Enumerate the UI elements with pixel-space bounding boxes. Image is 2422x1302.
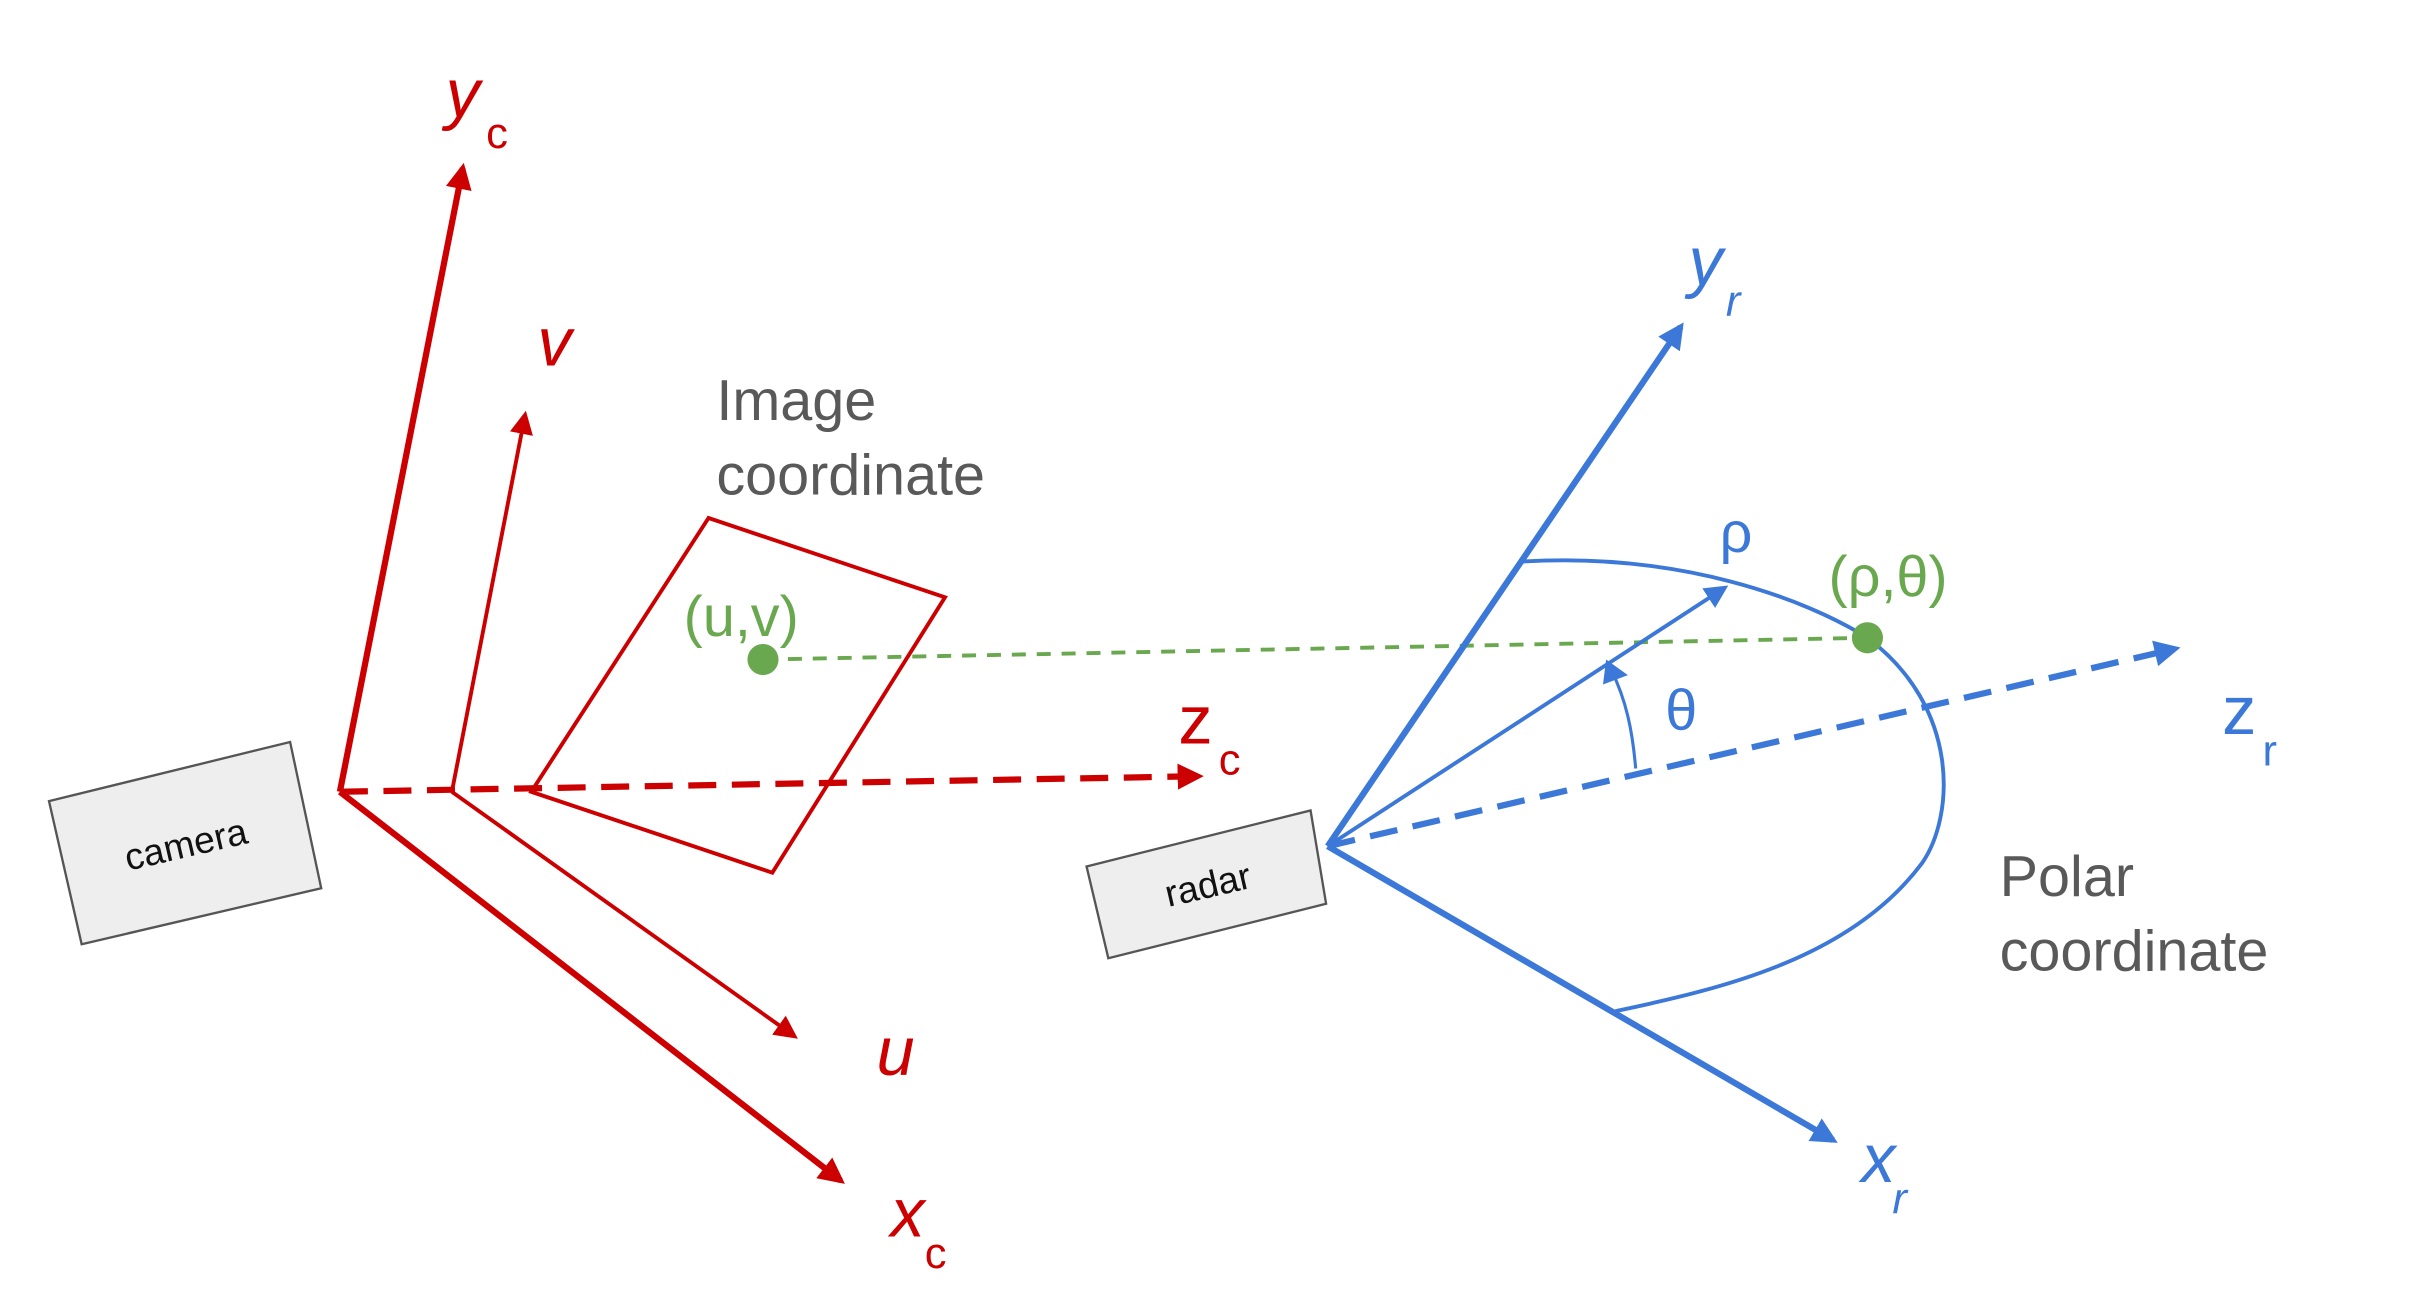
theta-label: θ xyxy=(1665,679,1697,743)
camera-v-axis-label: v xyxy=(537,304,575,381)
theta-arc-arrowhead xyxy=(1603,659,1628,685)
camera-v-axis xyxy=(449,410,533,793)
image-point xyxy=(747,644,779,676)
camera-z-axis-label: zc xyxy=(1178,682,1240,785)
image-point-label: (u,v) xyxy=(684,585,799,649)
image-plane-label-line2: coordinate xyxy=(716,444,985,508)
rho-label: ρ xyxy=(1720,501,1753,565)
radar-point-label: (ρ,θ) xyxy=(1829,545,1948,609)
polar-label-line2: coordinate xyxy=(2000,920,2269,984)
camera-group: camera yc xc zc v u Image coordinate (u,… xyxy=(47,55,1241,1278)
theta-arc xyxy=(1609,668,1638,769)
camera-box: camera xyxy=(47,740,323,946)
image-plane xyxy=(528,515,948,875)
polar-region-arc xyxy=(1521,558,1946,1014)
radar-y-axis-label: yr xyxy=(1685,223,1742,326)
camera-u-axis-label: u xyxy=(877,1013,915,1090)
camera-x-axis-label: xc xyxy=(888,1175,947,1278)
camera-z-axis xyxy=(339,763,1204,795)
image-plane-label-line1: Image xyxy=(716,369,876,433)
radar-y-axis xyxy=(1325,322,1684,848)
radar-point xyxy=(1851,622,1883,654)
rho-vector xyxy=(1326,585,1729,848)
camera-y-axis-label: yc xyxy=(442,55,508,158)
projection-line xyxy=(762,635,1868,662)
radar-z-axis xyxy=(1326,640,2181,850)
polar-label-line1: Polar xyxy=(2000,845,2134,909)
camera-y-axis xyxy=(336,162,472,793)
camera-u-axis xyxy=(450,790,798,1039)
radar-z-axis-label: zr xyxy=(2222,672,2277,775)
radar-x-axis xyxy=(1326,843,1838,1143)
camera-x-axis xyxy=(337,789,845,1184)
radar-box: radar xyxy=(1085,809,1328,960)
